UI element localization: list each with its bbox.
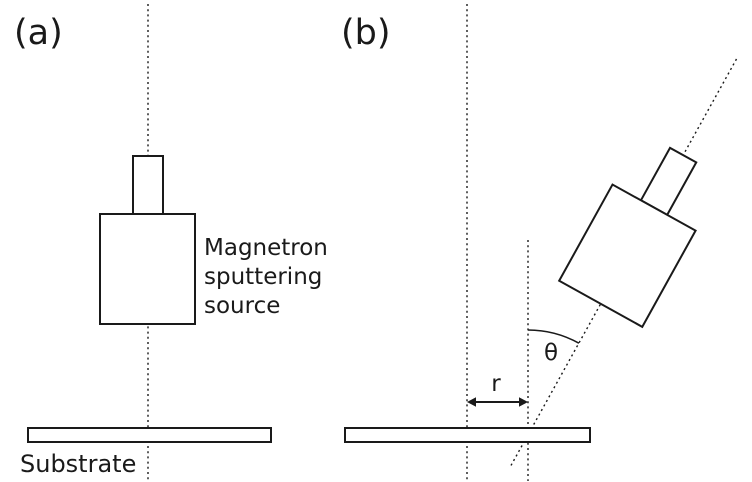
panel-a-label: (a) xyxy=(14,13,63,53)
panel-b-tilted-source-group xyxy=(557,146,698,329)
panel-b-source-body xyxy=(557,183,697,329)
panel-b-substrate xyxy=(344,427,591,443)
offset-arrowhead-right-icon xyxy=(519,397,528,407)
source-caption-line-1: Magnetron xyxy=(204,235,328,261)
substrate-caption: Substrate xyxy=(20,450,136,478)
source-caption-line-3: source xyxy=(204,293,280,319)
panel-b-label: (b) xyxy=(341,13,391,53)
offset-arrowhead-left-icon xyxy=(467,397,476,407)
tilt-angle-theta-label: θ xyxy=(544,340,558,366)
panel-a-source-body xyxy=(99,213,196,325)
source-caption-line-2: sputtering xyxy=(204,264,322,290)
panel-a-source-neck xyxy=(132,155,164,216)
offset-distance-r-label: r xyxy=(491,371,501,397)
tilt-angle-arc xyxy=(527,329,580,344)
panel-a-substrate xyxy=(27,427,272,443)
